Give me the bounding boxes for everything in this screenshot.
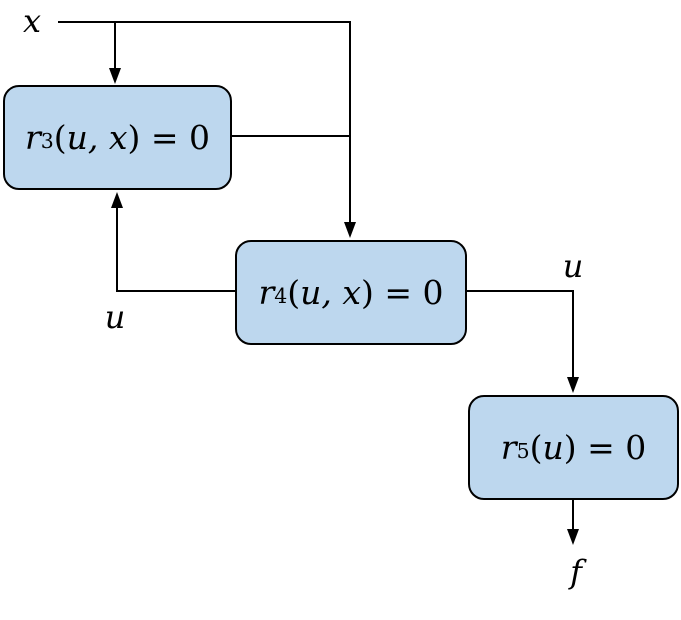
label-coupling-u: u: [562, 247, 584, 285]
r5-arguments: u: [542, 428, 564, 467]
wire-r4-to-r5: [467, 290, 574, 379]
arrowhead-into-r4: [344, 222, 356, 238]
label-feedback-u: u: [104, 298, 126, 336]
wire-x-to-r4: [58, 21, 351, 224]
wire-r4-feedback-to-r3: [116, 206, 235, 292]
r4-open-paren: (: [287, 273, 301, 312]
r4-equals-zero: ) = 0: [361, 273, 444, 312]
r3-symbol: r: [24, 118, 41, 157]
arrowhead-to-f: [567, 529, 579, 545]
r3-open-paren: (: [53, 118, 67, 157]
r5-symbol: r: [500, 428, 517, 467]
r4-arguments: u, x: [300, 273, 361, 312]
arrowhead-into-r5: [567, 377, 579, 393]
arrowhead-into-r3-top: [109, 68, 121, 84]
r3-arguments: u, x: [66, 118, 128, 157]
r5-open-paren: (: [529, 428, 543, 467]
r5-equals-zero: ) = 0: [563, 428, 647, 467]
r3-equals-zero: ) = 0: [127, 118, 211, 157]
label-input-x: x: [22, 2, 42, 40]
label-output-f: f: [570, 553, 582, 591]
arrowhead-into-r3-bottom: [111, 192, 123, 208]
r4-symbol: r: [258, 273, 275, 312]
